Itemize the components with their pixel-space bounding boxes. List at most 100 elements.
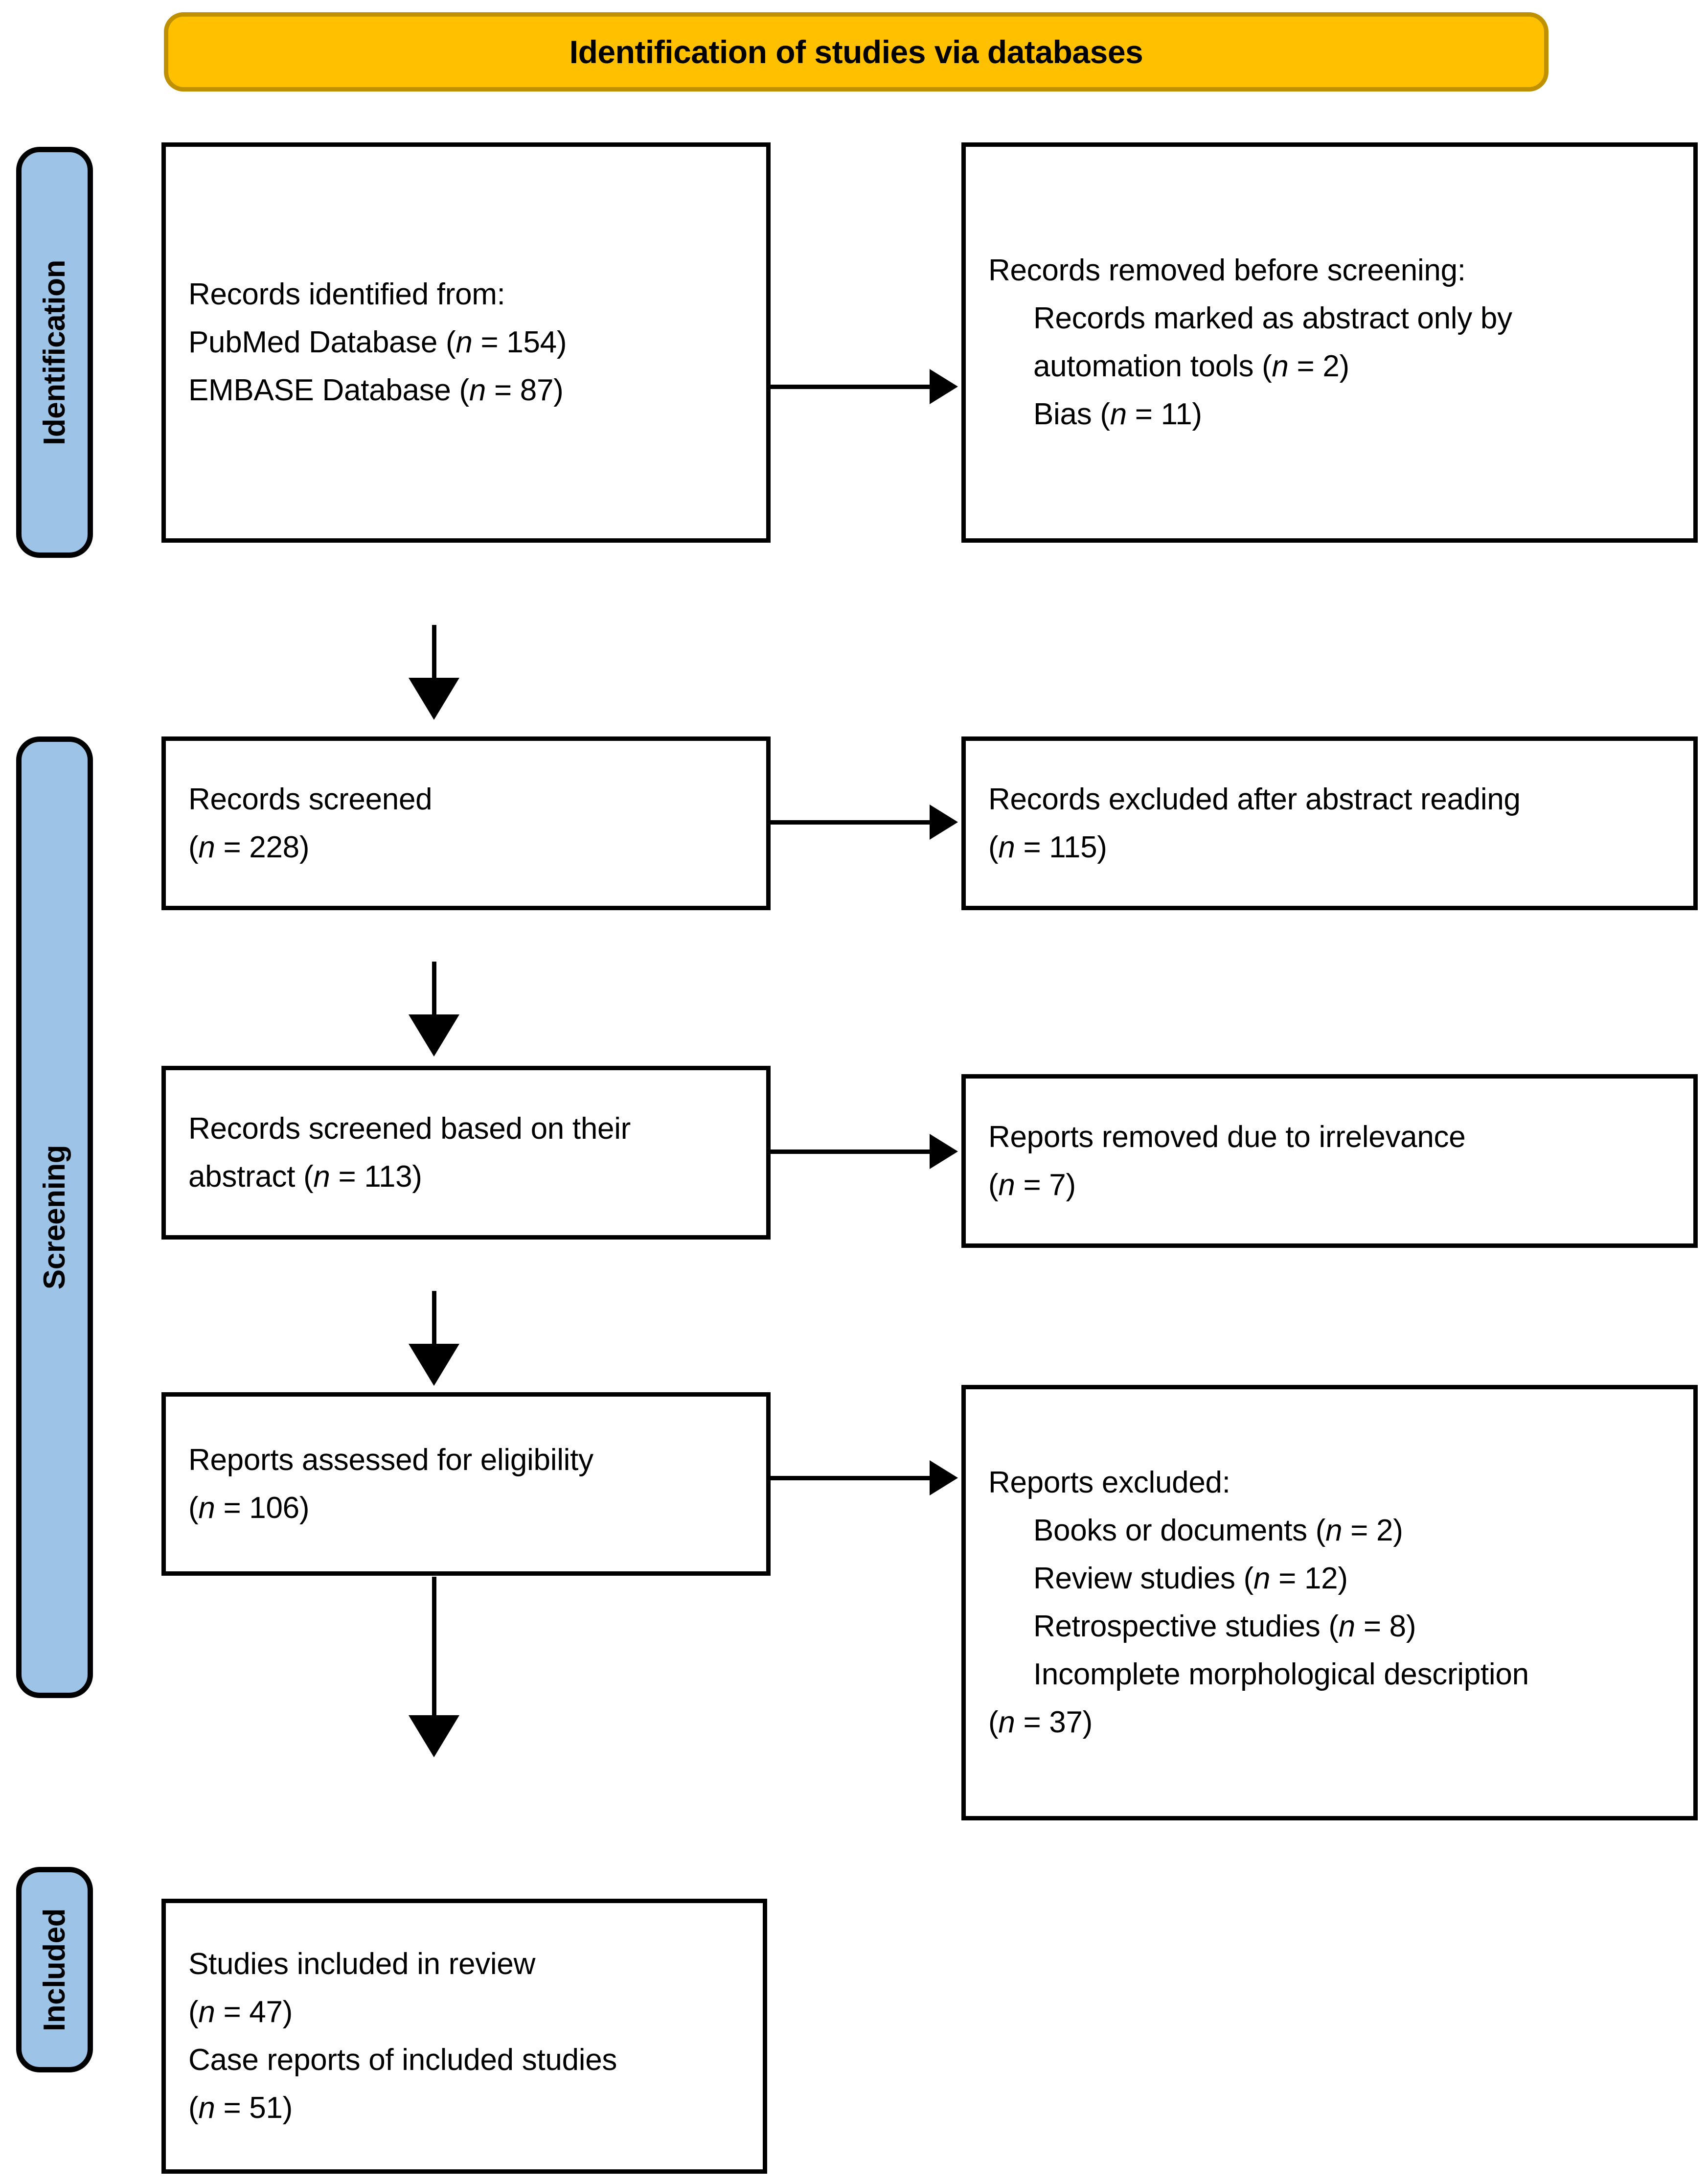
reports-removed-paren-open: ( [988,1168,999,1202]
box-screened-on-abstract: Records screened based on their abstract… [161,1066,771,1240]
records-excluded-n-symbol: n [998,830,1015,864]
diagram-banner: Identification of studies via databases [164,12,1549,92]
box-reports-excluded: Reports excluded: Books or documents (n … [961,1385,1698,1820]
incomplete-morph-paren-open: ( [988,1705,999,1739]
reports-removed-count: = 7) [1015,1168,1076,1202]
stage-screening-label: Screening [38,1145,71,1290]
bias-label: Bias ( [1033,397,1110,431]
arrowhead-screened-to-excluded [930,805,958,840]
records-excluded-paren-open: ( [988,830,999,864]
removed-before-line-4: Bias (n = 11) [988,391,1671,438]
stage-included: Included [16,1867,93,2072]
embase-n-symbol: n [469,373,486,407]
books-documents-count: = 2) [1342,1514,1403,1548]
automation-tools-label: automation tools ( [1033,349,1272,383]
reports-excluded-line-5: Incomplete morphological description [1033,1657,1529,1691]
screened-abstract-label: abstract ( [188,1159,314,1194]
retrospective-studies-label: Retrospective studies ( [1033,1609,1339,1643]
connector-abstract-to-eligibility [432,1291,436,1347]
connector-eligibility-to-included [432,1577,436,1719]
records-excluded-line-1: Records excluded after abstract reading [988,782,1521,816]
removed-before-line-3: automation tools (n = 2) [988,343,1671,391]
books-documents-n-symbol: n [1325,1514,1343,1548]
records-identified-line-3: EMBASE Database (n = 87) [188,367,744,414]
screened-abstract-count: = 113) [330,1159,422,1194]
embase-label: EMBASE Database ( [188,373,469,407]
reports-excluded-line-3: Review studies (n = 12) [988,1555,1671,1603]
box-records-removed-before-screening: Records removed before screening: Record… [961,142,1698,543]
bias-count: = 11) [1126,397,1202,431]
assessed-paren-open: ( [188,1491,199,1525]
reports-removed-line-1: Reports removed due to irrelevance [988,1120,1466,1154]
box-reports-assessed-eligibility: Reports assessed for eligibility (n = 10… [161,1392,771,1576]
banner-title: Identification of studies via databases [569,34,1143,70]
review-studies-n-symbol: n [1253,1562,1271,1596]
included-count: = 47) [215,1995,293,2029]
connector-eligibility-to-excluded [771,1476,932,1480]
stage-identification-label: Identification [38,259,71,445]
screened-abstract-line-1: Records screened based on their [188,1111,631,1146]
included-n-symbol: n [198,1995,215,2029]
connector-identified-to-removed [771,385,932,389]
assessed-line-2: (n = 106) [188,1484,744,1532]
arrowhead-identified-to-removed [930,369,958,404]
included-paren-open: ( [188,1995,199,2029]
review-studies-count: = 12) [1270,1562,1348,1596]
records-screened-paren-open: ( [188,830,199,864]
reports-removed-line-2: (n = 7) [988,1161,1671,1209]
automation-tools-count: = 2) [1288,349,1350,383]
stage-screening: Screening [16,736,93,1698]
connector-abstract-to-irrelevance [771,1149,932,1154]
reports-excluded-line-4: Retrospective studies (n = 8) [988,1603,1671,1651]
incomplete-morph-count: = 37) [1015,1705,1093,1739]
stage-identification: Identification [16,147,93,558]
reports-excluded-line-2: Books or documents (n = 2) [988,1507,1671,1555]
records-excluded-line-2: (n = 115) [988,824,1671,872]
included-line-1: Studies included in review [188,1947,536,1981]
reports-removed-n-symbol: n [998,1168,1015,1202]
included-line-2: (n = 47) [188,1988,740,2036]
connector-identified-to-screened [432,625,436,681]
records-excluded-count: = 115) [1015,830,1107,864]
retrospective-studies-n-symbol: n [1338,1609,1355,1643]
reports-excluded-line-1: Reports excluded: [988,1466,1230,1500]
assessed-count: = 106) [215,1491,310,1525]
connector-screened-to-abstract [432,962,436,1018]
records-screened-n-symbol: n [198,830,215,864]
box-records-screened: Records screened (n = 228) [161,736,771,910]
automation-tools-n-symbol: n [1272,349,1289,383]
pubmed-n-symbol: n [455,325,473,360]
included-line-3: Case reports of included studies [188,2043,617,2077]
incomplete-morph-n-symbol: n [998,1705,1015,1739]
case-reports-count: = 51) [215,2091,293,2125]
records-identified-line-2: PubMed Database (n = 154) [188,319,744,367]
arrowhead-identified-to-screened [409,678,459,720]
review-studies-label: Review studies ( [1033,1562,1254,1596]
records-screened-line-1: Records screened [188,782,433,816]
pubmed-label: PubMed Database ( [188,325,456,360]
bias-n-symbol: n [1110,397,1127,431]
case-reports-paren-open: ( [188,2091,199,2125]
box-records-identified: Records identified from: PubMed Database… [161,142,771,543]
reports-excluded-line-6: (n = 37) [988,1699,1671,1747]
removed-before-line-2: Records marked as abstract only by [1033,301,1512,336]
included-line-4: (n = 51) [188,2084,740,2132]
arrowhead-eligibility-to-excluded [930,1460,958,1495]
screened-abstract-line-2: abstract (n = 113) [188,1153,744,1201]
pubmed-count: = 154) [472,325,567,360]
assessed-n-symbol: n [198,1491,215,1525]
arrowhead-abstract-to-eligibility [409,1344,459,1386]
arrowhead-screened-to-abstract [409,1014,459,1057]
removed-before-line-1: Records removed before screening: [988,253,1466,288]
screened-abstract-n-symbol: n [313,1159,330,1194]
case-reports-n-symbol: n [198,2091,215,2125]
books-documents-label: Books or documents ( [1033,1514,1326,1548]
arrowhead-abstract-to-irrelevance [930,1134,958,1169]
connector-screened-to-excluded [771,820,932,825]
records-screened-count: = 228) [215,830,310,864]
records-screened-line-2: (n = 228) [188,824,744,872]
box-reports-removed-irrelevance: Reports removed due to irrelevance (n = … [961,1074,1698,1248]
records-identified-line-1: Records identified from: [188,277,505,312]
embase-count: = 87) [486,373,564,407]
arrowhead-eligibility-to-included [409,1715,459,1757]
